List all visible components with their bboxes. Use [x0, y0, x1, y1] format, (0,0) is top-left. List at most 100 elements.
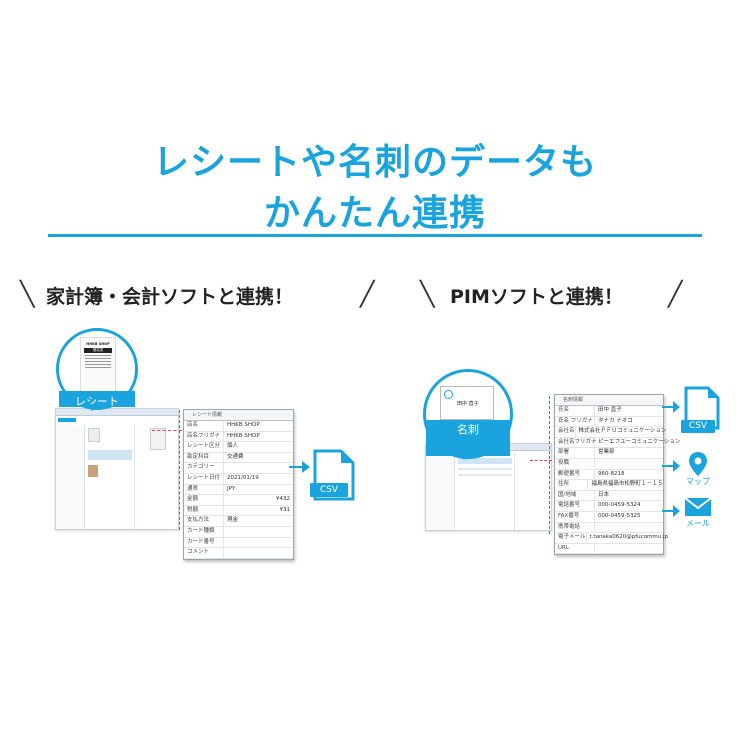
field-value: HHKB SHOP [227, 432, 260, 439]
field-value [224, 548, 293, 558]
field-label: 郵便番号 [555, 469, 595, 480]
field-value: 000-0459-5324 [598, 502, 641, 509]
pointer-arrow [86, 404, 98, 411]
field-value: 000-0459-5325 [598, 512, 641, 519]
map-pin-icon [688, 451, 708, 481]
connector-line [152, 430, 182, 431]
field-value: ピーエフユーコミュニケーション [598, 438, 681, 445]
field-row: コメント [184, 548, 293, 559]
field-value [224, 463, 293, 473]
app-window-mockup [425, 443, 552, 531]
field-label: 勘定科目 [184, 452, 224, 463]
field-value: 960-8218 [598, 470, 625, 477]
field-value: 田中 直子 [598, 407, 622, 413]
field-label: 携帯電話 [555, 522, 595, 533]
field-label: コメント [184, 548, 224, 558]
field-value: 交通費 [227, 453, 244, 460]
field-value [224, 527, 293, 537]
field-label: 部署 [555, 448, 595, 458]
field-value: 個人 [227, 443, 239, 450]
field-label: 金額 [184, 495, 224, 505]
field-value: 現金 [227, 517, 239, 524]
field-value: t.tanaka0620@pfucommu.jp [589, 534, 669, 541]
pointer-arrow [458, 453, 470, 460]
field-label: 住所 [555, 480, 589, 490]
field-value: 営業部 [598, 449, 615, 456]
field-row: 金額 ¥432 [184, 495, 293, 506]
left-section-title: 家計簿・会計ソフトと連携！ [46, 286, 294, 308]
field-value [224, 538, 293, 548]
arrow-icon [662, 510, 676, 512]
field-value: 株式会社ＰＦＵコミュニケーション [578, 428, 667, 435]
business-card-name: 田中 直子 [457, 401, 479, 407]
field-label: 電子メール [555, 533, 587, 543]
right-section-title: PIMソフトと連携！ [450, 286, 623, 308]
field-value: タナカ ナオコ [598, 417, 633, 424]
field-value [595, 544, 663, 554]
app-window-mockup [55, 408, 179, 530]
field-label: カード種類 [184, 526, 224, 537]
field-label: 店名フリガナ [184, 431, 224, 442]
field-value: HHKB SHOP [227, 422, 260, 428]
sidebar-pane [426, 452, 455, 530]
field-row: 国/地域日本 [555, 490, 663, 502]
business-card-info-card: 名刺情報 氏名田中 直子氏名 フリガナタナカ ナオコ会社名株式会社ＰＦＵコミュニ… [554, 394, 680, 556]
field-row: 会社名株式会社ＰＦＵコミュニケーション [555, 427, 666, 438]
list-pane [456, 452, 515, 530]
field-value: ¥432 [276, 496, 290, 503]
receipt-shop-name: HHKB SHOP [86, 342, 110, 346]
field-label: 税額 [184, 505, 224, 516]
detail-pane [136, 425, 176, 529]
business-card-image: 田中 直子 [440, 386, 494, 420]
receipt-zoom-circle: HHKB SHOP 領収書 [56, 328, 138, 410]
slash-left-icon: ╲ [20, 280, 35, 308]
arrow-icon [662, 465, 676, 467]
detail-pane [516, 452, 550, 530]
mail-icon [684, 497, 712, 521]
field-row: 部署営業部 [555, 448, 663, 459]
field-label: レシート区分 [184, 442, 224, 452]
field-label: 店名 [184, 421, 224, 431]
field-row: レシート区分個人 [184, 442, 293, 453]
field-row: 税額¥31 [184, 505, 293, 517]
arrow-icon [662, 406, 676, 408]
field-value [595, 523, 663, 533]
headline-line-2: かんたん連携 [263, 193, 486, 234]
connector-line [179, 410, 180, 530]
field-value: 日本 [598, 491, 610, 498]
field-label: URL [555, 543, 595, 554]
arrow-head-icon [673, 401, 680, 413]
field-label: 氏名 フリガナ [555, 416, 595, 427]
divider [48, 234, 702, 237]
field-row: 氏名田中 直子 [555, 406, 663, 417]
field-label: 会社名フリガナ [555, 437, 597, 448]
field-row: 役職 [555, 458, 663, 470]
field-label: カード番号 [184, 537, 224, 548]
card-header: 名刺情報 [555, 395, 663, 406]
field-row: 氏名 フリガナタナカ ナオコ [555, 416, 663, 428]
csv-tag: CSV [310, 483, 348, 497]
field-value: 福島県福島市松野町１－１５ [591, 481, 663, 488]
business-card-zoom-circle: 田中 直子 [423, 369, 513, 459]
field-row: カード番号 [184, 537, 293, 549]
field-row: 勘定科目交通費 [184, 452, 293, 464]
sidebar-pane [56, 425, 85, 529]
field-label: 会社名 [555, 427, 576, 437]
card-header: レシート情報 [184, 410, 293, 421]
field-label: 支払方法 [184, 516, 224, 526]
arrow-head-icon [673, 460, 680, 472]
field-label: カテゴリー [184, 463, 224, 473]
arrow-icon [289, 466, 305, 468]
field-value [595, 459, 663, 469]
field-row: URL [555, 543, 663, 555]
receipt-title: 領収書 [84, 348, 112, 353]
field-label: 役職 [555, 458, 595, 469]
map-label: マップ [686, 477, 710, 486]
field-label: 国/地域 [555, 490, 595, 501]
